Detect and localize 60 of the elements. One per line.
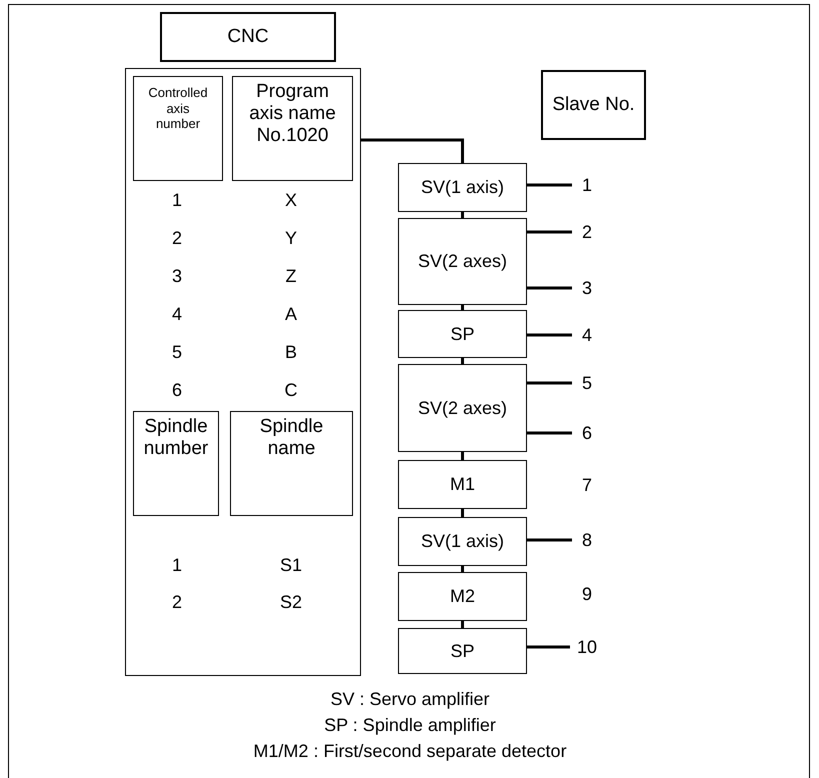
connector-line (361, 138, 464, 163)
cnc-panel (125, 68, 361, 676)
amplifier-box: SP (398, 310, 527, 358)
slave-number: 9 (572, 583, 602, 605)
legend-note: SP : Spindle amplifier (324, 716, 496, 734)
connector-line (527, 646, 570, 648)
amplifier-box: SP (398, 628, 527, 674)
table-value: 2 (172, 229, 182, 247)
connector-line (527, 334, 572, 336)
connector-line (527, 184, 572, 186)
legend-note: M1/M2 : First/second separate detector (253, 742, 567, 760)
amplifier-box: SV(1 axis) (398, 163, 527, 212)
amplifier-box: SV(2 axes) (398, 364, 527, 452)
connector-line (527, 286, 572, 290)
slave-number: 6 (572, 422, 602, 444)
slave-number: 4 (572, 324, 602, 346)
column-header: Spindle number (133, 411, 219, 516)
slave-number: 10 (570, 636, 604, 658)
table-value: Y (285, 229, 297, 247)
slave-number: 1 (572, 174, 602, 196)
column-header: Controlled axis number (133, 76, 223, 181)
connector-line (461, 358, 464, 364)
connector-line (461, 509, 464, 517)
connector-line (461, 212, 464, 218)
connector-line (461, 621, 464, 628)
slave-number: 7 (572, 474, 602, 496)
table-value: 4 (172, 305, 182, 323)
table-value: S2 (280, 593, 302, 611)
slave-number: 8 (572, 529, 602, 551)
table-value: 6 (172, 381, 182, 399)
table-value: B (285, 343, 297, 361)
table-value: S1 (280, 556, 302, 574)
amplifier-box: M1 (398, 460, 527, 509)
amplifier-box: SV(2 axes) (398, 218, 527, 305)
table-value: X (285, 191, 297, 209)
connector-line (527, 538, 572, 542)
connector-line (461, 305, 464, 310)
amplifier-box: SV(1 axis) (398, 517, 527, 566)
table-value: Z (286, 267, 296, 285)
slave-number: 5 (572, 372, 602, 394)
table-value: 5 (172, 343, 182, 361)
connector-line (461, 452, 464, 460)
connector-line (461, 566, 464, 572)
column-header: Program axis name No.1020 (232, 76, 353, 181)
table-value: 1 (172, 556, 182, 574)
connector-line (527, 382, 572, 384)
column-header: Spindle name (230, 411, 353, 516)
table-value: 3 (172, 267, 182, 285)
amplifier-box: M2 (398, 572, 527, 621)
legend-note: SV : Servo amplifier (330, 690, 490, 708)
table-value: C (284, 381, 298, 399)
label-box: Slave No. (541, 70, 646, 140)
table-value: A (285, 305, 297, 323)
connector-line (527, 230, 572, 234)
label-box: CNC (160, 12, 336, 62)
slave-number: 3 (572, 277, 602, 299)
slave-number: 2 (572, 221, 602, 243)
table-value: 2 (172, 593, 182, 611)
connector-line (527, 432, 572, 434)
table-value: 1 (172, 191, 182, 209)
